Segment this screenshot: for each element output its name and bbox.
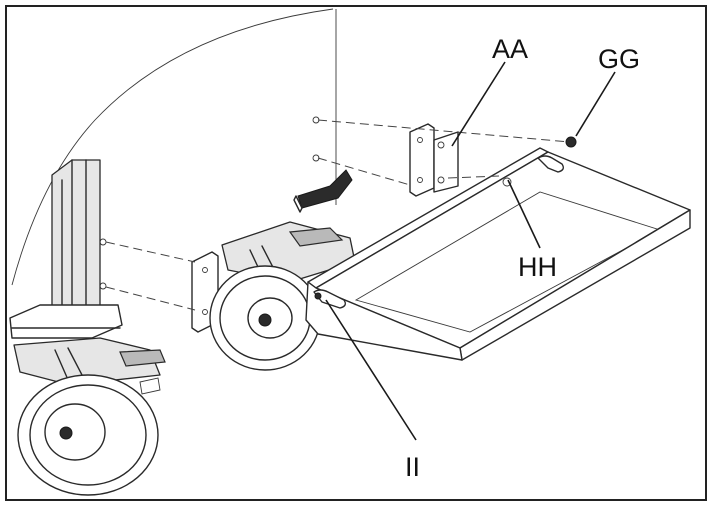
left-caster bbox=[13, 337, 166, 496]
leader-lines bbox=[325, 61, 616, 441]
alignment-lines bbox=[105, 119, 571, 311]
label-ii: II bbox=[405, 452, 420, 482]
right-caster bbox=[209, 221, 356, 371]
shelf-tray bbox=[305, 147, 691, 361]
label-aa: AA bbox=[492, 34, 528, 64]
figure-frame bbox=[5, 5, 707, 501]
cabinet-leg bbox=[9, 159, 123, 339]
label-hh: HH bbox=[518, 252, 557, 282]
upper-bracket bbox=[409, 123, 459, 197]
brake-pedal bbox=[293, 169, 353, 213]
gg-nut bbox=[565, 136, 577, 148]
label-gg: GG bbox=[598, 44, 640, 74]
